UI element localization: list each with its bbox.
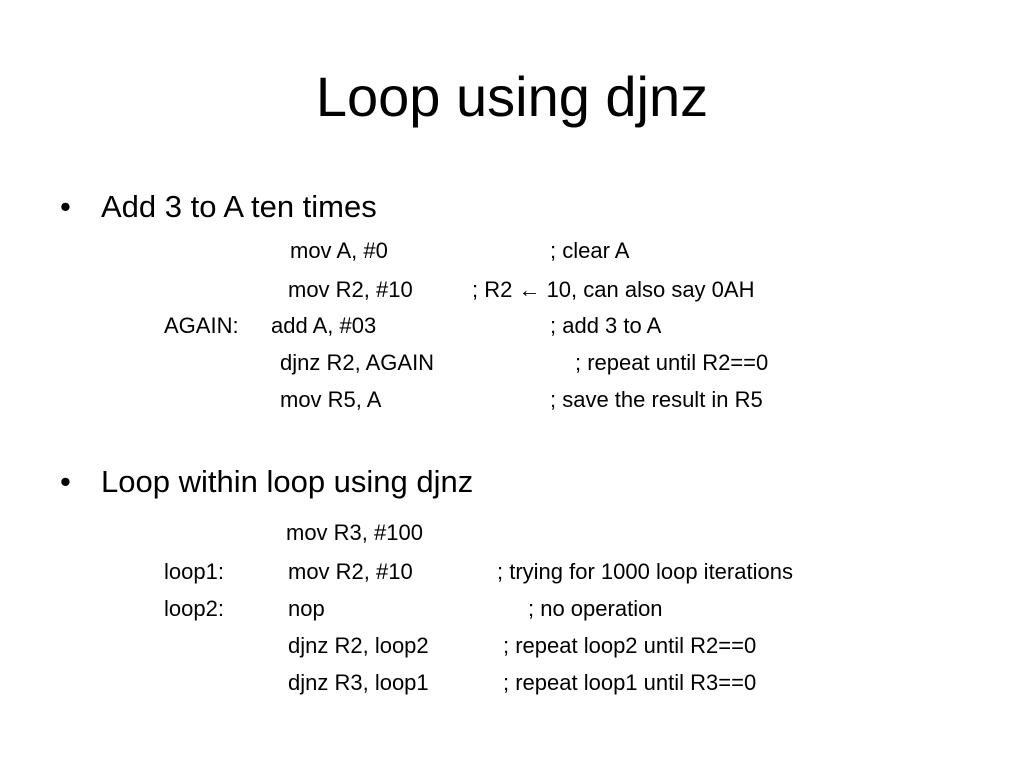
code-instruction: djnz R3, loop1	[288, 670, 429, 695]
code-instruction: mov A, #0	[290, 238, 388, 263]
code-comment: ; repeat loop2 until R2==0	[503, 633, 757, 658]
code-comment: ; save the result in R5	[550, 387, 763, 412]
code-label: loop2:	[164, 596, 224, 621]
code-instruction: mov R2, #10	[288, 277, 413, 302]
code-comment: ; clear A	[550, 238, 630, 263]
code-instruction: mov R5, A	[280, 387, 382, 412]
code-instruction: add A, #03	[271, 313, 377, 338]
code-comment: ; repeat loop1 until R3==0	[503, 670, 757, 695]
bullet-icon: •	[60, 464, 71, 499]
bullet-icon: •	[60, 189, 71, 224]
code-comment: ; add 3 to A	[550, 313, 662, 338]
code-instruction: mov R3, #100	[286, 520, 423, 545]
code-label: loop1:	[164, 559, 224, 584]
slide-title: Loop using djnz	[315, 65, 709, 128]
code-comment: ; R2 ← 10, can also say 0AH	[472, 277, 755, 302]
code-comment: ; no operation	[528, 596, 663, 621]
code-instruction: djnz R2, loop2	[288, 633, 429, 658]
code-label: AGAIN:	[164, 313, 239, 338]
code-instruction: nop	[288, 596, 325, 621]
code-comment: ; trying for 1000 loop iterations	[497, 559, 793, 584]
code-instruction: mov R2, #10	[288, 559, 413, 584]
code-comment: ; repeat until R2==0	[575, 350, 769, 375]
code-instruction: djnz R2, AGAIN	[280, 350, 435, 375]
bullet-text: Loop within loop using djnz	[101, 464, 474, 499]
bullet-text: Add 3 to A ten times	[101, 189, 377, 224]
